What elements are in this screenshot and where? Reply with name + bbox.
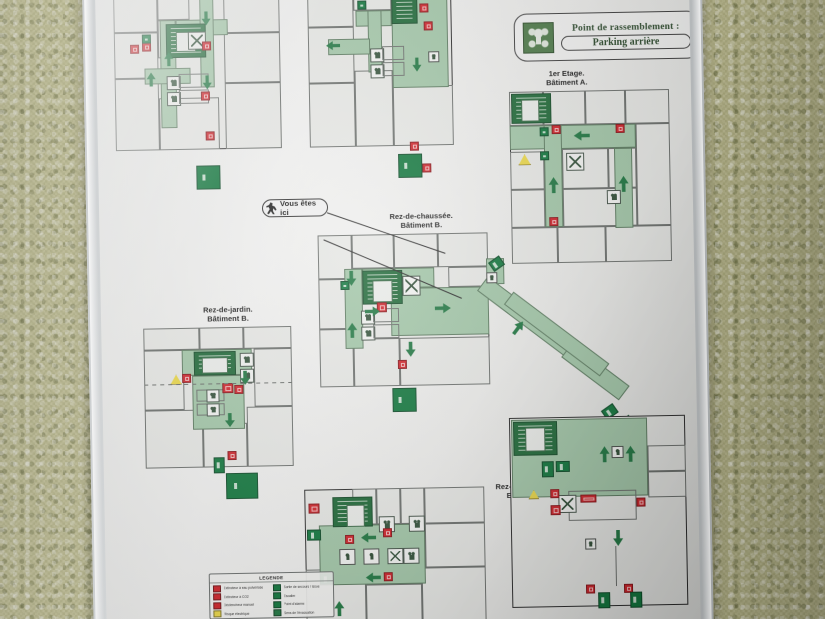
info-marker [363, 548, 380, 565]
alarm-trigger-marker [550, 489, 560, 499]
evacuation-plan-sheet: Point de rassemblement : Parking arrière… [95, 0, 701, 619]
legend-box: LEGENDE Extincteur à eau pulvérisée Exti… [208, 571, 335, 619]
alarm-trigger-marker [382, 528, 393, 538]
fire-extinguisher-marker [308, 503, 320, 514]
info-marker [585, 538, 597, 550]
floor-plan-rdc-batiment-a [508, 414, 689, 609]
floor-plan-top-middle [306, 0, 454, 151]
exit-marker [539, 127, 549, 137]
exit-sign-large [196, 165, 221, 190]
exit-sign-large [225, 472, 259, 500]
legend-item: Déclencheur manuel [213, 601, 270, 610]
legend-swatch [213, 610, 222, 618]
fire-extinguisher-marker [580, 494, 597, 503]
alarm-trigger-marker [549, 217, 559, 227]
you-are-here-label: Vous êtes ici [279, 198, 317, 218]
legend-item: Extincteur à CO2 [213, 592, 270, 601]
assembly-point-icon [522, 21, 555, 54]
legend-swatch [273, 609, 282, 617]
legend-item: Risque électrique [213, 610, 270, 618]
running-person-icon [266, 202, 277, 214]
legend-swatch [273, 592, 282, 600]
plan-title-rdj-batiment-b: Rez-de-jardin. Bâtiment B. [202, 304, 253, 324]
evacuation-plan-frame: Point de rassemblement : Parking arrière… [81, 0, 715, 619]
assembly-point-box: Point de rassemblement : Parking arrière [513, 10, 701, 62]
fire-extinguisher-marker [141, 42, 152, 52]
legend-swatch [273, 600, 282, 609]
alarm-trigger-marker [422, 163, 432, 173]
info-marker [339, 548, 356, 566]
exit-sign [306, 529, 322, 541]
exit-marker [357, 0, 367, 10]
fire-extinguisher-marker [419, 3, 429, 13]
fire-extinguisher-marker [615, 123, 625, 133]
legend-item: Extincteur à eau pulvérisée [212, 584, 270, 592]
alarm-trigger-marker [205, 131, 215, 141]
exit-sign [630, 591, 643, 608]
assembly-point-title: Point de rassemblement : [571, 21, 680, 34]
exit-marker [340, 280, 350, 291]
legend-item: Sortie de secours / issue [272, 583, 330, 591]
alarm-trigger-marker [234, 384, 244, 395]
fire-extinguisher-marker [551, 124, 561, 135]
legend-column-left: Extincteur à eau pulvérisée Extincteur à… [212, 584, 271, 619]
legend-swatch [213, 601, 222, 610]
alarm-trigger-marker [227, 450, 237, 461]
alarm-trigger-marker [636, 497, 646, 507]
alarm-trigger-marker [383, 572, 393, 582]
alarm-trigger-marker [585, 584, 596, 594]
legend-swatch [272, 583, 282, 591]
plan-title-etage-batiment-a: 1er Etage. Bâtiment A. [546, 68, 588, 88]
exit-marker [141, 34, 151, 44]
floor-plan-rdj-batiment-b [143, 325, 294, 474]
floor-plan-etage-batiment-a [508, 88, 673, 264]
exit-sign [598, 592, 611, 609]
fire-extinguisher-marker [423, 21, 433, 31]
exit-sign [541, 461, 554, 478]
exit-sign [555, 460, 570, 473]
alarm-trigger-marker [409, 141, 419, 151]
legend-column-right: Sortie de secours / issue Escalier Point… [272, 583, 331, 619]
fire-extinguisher-marker [130, 44, 140, 54]
assembly-point-text: Point de rassemblement : Parking arrière [560, 21, 692, 51]
you-are-here-callout: Vous êtes ici [261, 198, 329, 218]
fire-extinguisher-marker [201, 41, 212, 51]
alarm-trigger-marker [397, 359, 407, 370]
legend-swatch [212, 584, 222, 592]
alarm-trigger-marker [200, 91, 211, 101]
legend-item: Sens de l'évacuation [273, 609, 330, 617]
fire-extinguisher-marker [222, 383, 234, 394]
legend-item: Escalier [273, 591, 330, 600]
floor-plan-rdc-batiment-b [317, 232, 491, 388]
assembly-point-value: Parking arrière [560, 33, 692, 51]
exit-sign [213, 457, 225, 474]
exit-marker [540, 151, 550, 161]
floor-plan-etage-batiment-b [112, 0, 282, 152]
exit-sign-large [392, 387, 417, 413]
alarm-trigger-marker [345, 534, 355, 545]
legend-swatch [213, 593, 222, 601]
fire-extinguisher-marker [182, 373, 192, 383]
legend-item: Point d'alarme [273, 600, 330, 609]
exit-sign-large [398, 153, 423, 178]
alarm-trigger-marker [550, 505, 561, 516]
